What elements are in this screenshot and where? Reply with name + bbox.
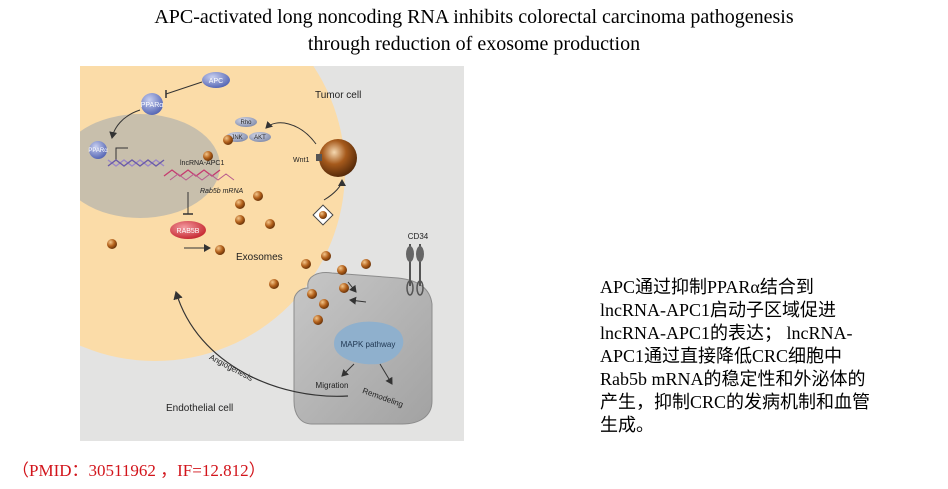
caption-line: APC1通过直接降低CRC细胞中 bbox=[600, 346, 843, 366]
ppar-a-protein bbox=[141, 93, 163, 115]
exosome-uptake-arrow-1 bbox=[349, 296, 367, 305]
jnk-label: JNK bbox=[231, 135, 242, 141]
mapk-to-remodeling-arrow bbox=[379, 363, 393, 385]
ppar-a-nuclear-label: PPARα bbox=[88, 148, 108, 154]
apc-label: APC bbox=[209, 78, 223, 85]
caption-line: Rab5b mRNA的稳定性和外泌体的 bbox=[600, 369, 866, 389]
title-line-1: APC-activated long noncoding RNA inhibit… bbox=[154, 6, 794, 28]
promoter-mark bbox=[115, 147, 128, 160]
citation: （PMID：30511962 ，IF=12.812） bbox=[12, 461, 266, 480]
ppar-a-nuclear-protein bbox=[89, 141, 107, 159]
apc-protein bbox=[202, 72, 230, 88]
exosome-to-wnt1-arrow bbox=[323, 179, 346, 201]
chinese-caption: APC通过抑制PPARα结合到 lncRNA-APC1启动子区域促进 lncRN… bbox=[600, 276, 940, 437]
ppar-a-to-nucleus-arrow bbox=[109, 109, 141, 139]
rab5b-mrna-label: Rab5b mRNA bbox=[200, 188, 244, 195]
title-line-2: through reduction of exosome production bbox=[307, 33, 641, 55]
rab5b-protein bbox=[170, 221, 206, 239]
migration-label: Migration bbox=[316, 381, 349, 390]
wnt1-label: Wnt1 bbox=[293, 157, 309, 164]
wnt1-receptor bbox=[316, 154, 322, 161]
framed-exosome bbox=[319, 211, 327, 219]
pathway-figure: CD34 MAPK pathway Migration Remodeling A… bbox=[0, 0, 464, 441]
akt-label: AKT bbox=[254, 135, 266, 141]
mapk-label: MAPK pathway bbox=[341, 340, 396, 349]
tumor-cell-label: Tumor cell bbox=[315, 90, 361, 101]
caption-line: 产生，抑制CRC的发病机制和血管 bbox=[600, 392, 871, 412]
dna-strand-b bbox=[107, 159, 165, 167]
cd34-label: CD34 bbox=[408, 232, 429, 241]
caption-line: APC通过抑制PPARα结合到 bbox=[600, 277, 814, 297]
wnt1-ligand bbox=[319, 139, 357, 177]
exosome-uptake-arrow-2 bbox=[347, 281, 357, 293]
cd34-receptor bbox=[406, 244, 424, 296]
exosomes-label: Exosomes bbox=[236, 252, 283, 263]
rab5b-label: RAB5B bbox=[177, 228, 200, 235]
rab5b-mrna-strand bbox=[169, 173, 235, 181]
lncrna-apc1-label: lncRNA-APC1 bbox=[180, 160, 224, 167]
rho-label: Rho bbox=[240, 120, 252, 126]
exosome-cluster bbox=[107, 135, 371, 325]
apc-inhibit-line bbox=[165, 81, 203, 95]
endothelial-cell-label: Endothelial cell bbox=[166, 403, 233, 414]
ppar-a-label: PPARα bbox=[141, 102, 164, 109]
caption-line: lncRNA-APC1启动子区域促进 bbox=[600, 300, 837, 320]
rho-protein bbox=[235, 117, 257, 127]
angiogenesis-arrow bbox=[173, 290, 349, 397]
wnt1-to-kinases-arrow bbox=[265, 120, 317, 145]
caption-line: 生成。 bbox=[600, 415, 654, 435]
page-title: APC-activated long noncoding RNA inhibit… bbox=[0, 4, 948, 58]
mapk-pathway-shape bbox=[334, 321, 404, 365]
pathway-diagram: CD34 MAPK pathway Migration Remodeling A… bbox=[0, 0, 464, 441]
caption-line: lncRNA-APC1的表达； lncRNA- bbox=[600, 323, 853, 343]
mapk-to-migration-arrow bbox=[341, 363, 355, 377]
akt-protein bbox=[249, 132, 271, 142]
